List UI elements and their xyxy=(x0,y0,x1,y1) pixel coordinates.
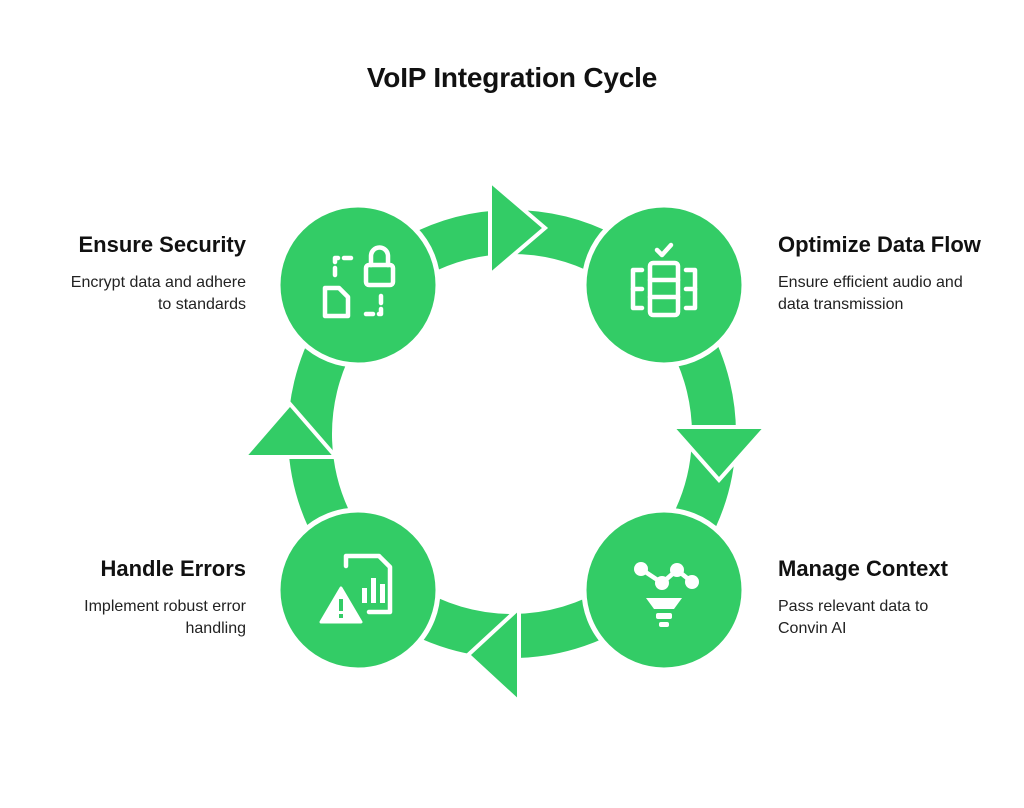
data-server-check-icon xyxy=(630,242,698,318)
diagram-title: VoIP Integration Cycle xyxy=(366,62,658,93)
step-description-line: handling xyxy=(185,620,247,637)
step-description-line: Pass relevant data to xyxy=(778,598,929,615)
step-description: Encrypt data and adhere to standards xyxy=(16,272,246,316)
arrow-head-bottom xyxy=(465,603,521,707)
step-security: Ensure Security Encrypt data and adhere … xyxy=(16,232,246,316)
error-report-warning-icon xyxy=(319,553,393,624)
step-data-flow: Optimize Data Flow Ensure efficient audi… xyxy=(778,232,1008,316)
secure-document-lock-icon xyxy=(322,245,396,319)
step-description: Pass relevant data to Convin AI xyxy=(778,596,1008,640)
step-title: Manage Context xyxy=(778,556,948,581)
step-description-line: Ensure efficient audio and xyxy=(778,274,963,291)
arrow-head-right xyxy=(667,425,771,484)
node-data-flow xyxy=(581,202,747,368)
step-title: Optimize Data Flow xyxy=(778,232,981,257)
step-context: Manage Context Pass relevant data to Con… xyxy=(778,556,1008,640)
step-description-line: Implement robust error xyxy=(84,598,246,615)
step-errors: Handle Errors Implement robust error han… xyxy=(16,556,246,640)
step-title: Ensure Security xyxy=(78,232,246,257)
step-description-line: to standards xyxy=(157,296,246,313)
node-context xyxy=(581,507,747,673)
step-description-line: Encrypt data and adhere xyxy=(70,274,246,291)
step-description-line: Convin AI xyxy=(778,620,847,637)
step-description: Implement robust error handling xyxy=(16,596,246,640)
arrow-head-top xyxy=(488,176,549,280)
node-errors xyxy=(275,507,441,673)
arrow-head-left xyxy=(239,400,341,459)
data-funnel-icon xyxy=(634,562,699,627)
node-security xyxy=(275,202,441,368)
step-title: Handle Errors xyxy=(100,556,247,581)
step-description: Ensure efficient audio and data transmis… xyxy=(778,272,1008,316)
step-description-line: data transmission xyxy=(778,296,904,313)
